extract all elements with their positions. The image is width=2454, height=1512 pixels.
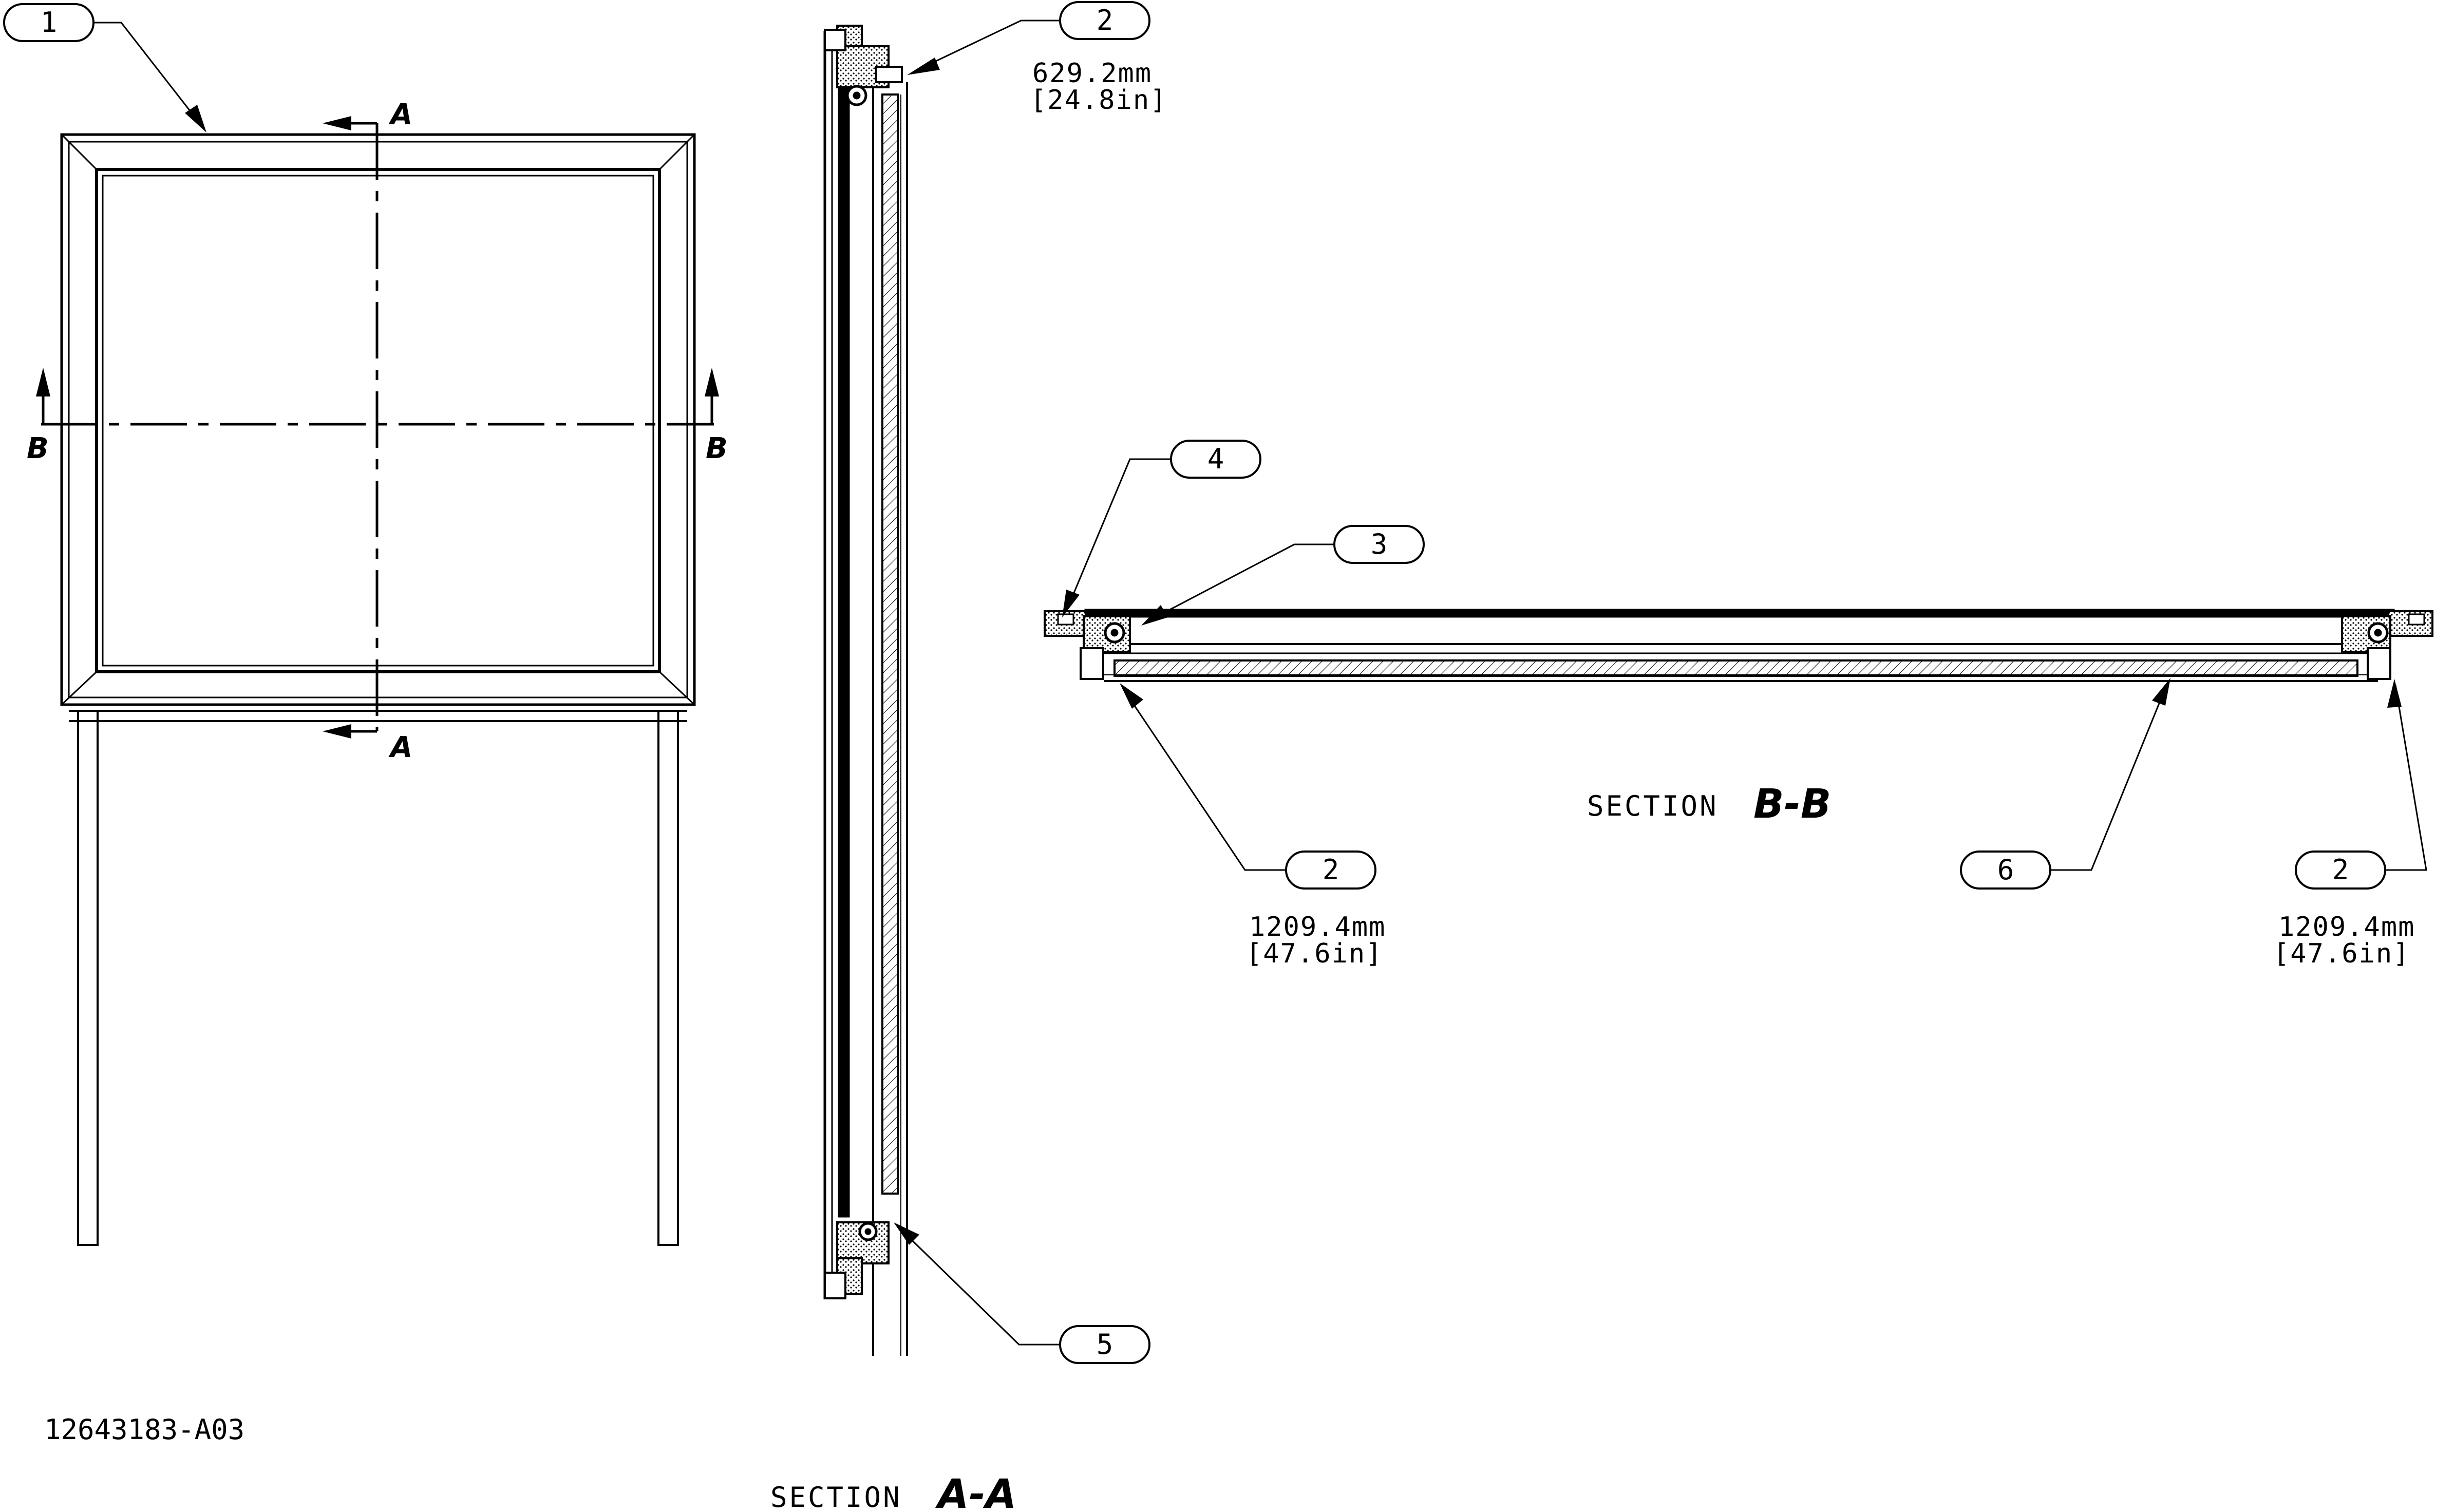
callout-bubble-3: 3 (1333, 525, 1425, 564)
dimension-mm-top: 629.2mm (1032, 58, 1152, 89)
svg-text:4: 4 (1207, 443, 1224, 475)
svg-text:1: 1 (41, 6, 58, 39)
dimension-in-left: [47.6in] (1246, 938, 1383, 969)
dimension-in-right: [47.6in] (2273, 938, 2410, 969)
leader-arrowheads (185, 58, 2402, 1245)
left-leg (77, 710, 99, 1246)
drawing-number: 12643183-A03 (44, 1413, 244, 1446)
callout-bubble-4: 4 (1170, 440, 1261, 479)
section-b-title-letters: B-B (1753, 781, 1831, 827)
callout-bubble-6: 6 (1960, 850, 2051, 890)
front-view (41, 122, 714, 1246)
leader-lines (93, 20, 2427, 1346)
dimension-in-top: [24.8in] (1030, 85, 1167, 116)
glass-section-b (1113, 659, 2358, 677)
frame-bar-top (1084, 609, 2395, 618)
svg-text:6: 6 (1997, 854, 2014, 886)
frame-bar-front (838, 87, 850, 1218)
svg-text:2: 2 (2332, 854, 2349, 886)
callout-bubble-2-top: 2 (1059, 1, 1150, 40)
section-a-a-view (823, 25, 908, 1356)
section-a-title-letters: A-A (935, 1471, 1016, 1509)
callout-bubble-2-left: 2 (1285, 850, 1376, 890)
section-a-title-prefix: SECTION (770, 1481, 902, 1509)
section-b-title-prefix: SECTION (1587, 790, 1719, 822)
svg-text:2: 2 (1097, 4, 1113, 36)
svg-text:5: 5 (1097, 1328, 1113, 1360)
dimension-mm-left: 1209.4mm (1249, 912, 1386, 942)
glass-section (881, 93, 899, 1195)
cut-marker-b-left: B (27, 432, 49, 465)
callout-bubble-1: 1 (3, 3, 95, 42)
svg-text:2: 2 (1323, 854, 1339, 886)
cut-marker-a-top: A (388, 98, 412, 131)
callout-bubble-5: 5 (1059, 1325, 1150, 1364)
cut-marker-a-bottom: A (388, 731, 412, 764)
cut-marker-b-right: B (706, 432, 728, 465)
section-arrowheads (36, 116, 719, 739)
callout-bubble-2-right: 2 (2295, 850, 2386, 890)
section-b-b-view (1044, 609, 2433, 682)
right-leg (657, 710, 679, 1246)
dimension-mm-right: 1209.4mm (2278, 912, 2415, 942)
svg-text:3: 3 (1371, 528, 1388, 560)
